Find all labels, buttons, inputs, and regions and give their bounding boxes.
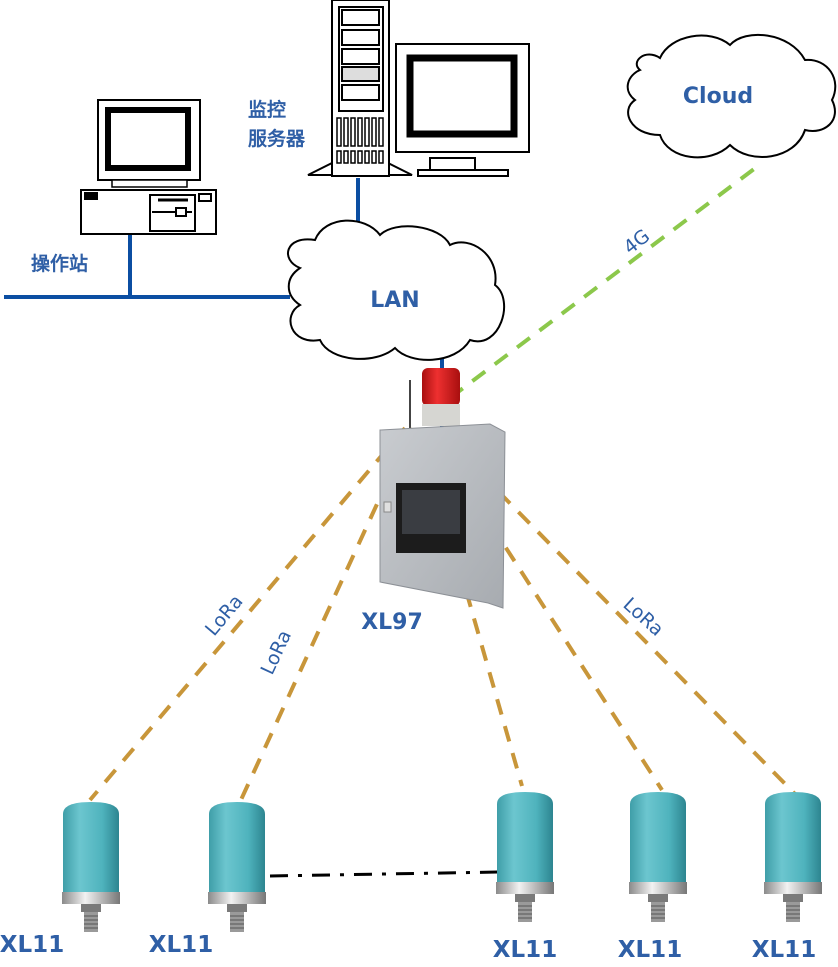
lan-cloud: LAN: [287, 219, 505, 361]
sensor-node: XL11: [0, 801, 121, 958]
sensor-icon: [61, 801, 121, 933]
sensor-label: XL11: [752, 937, 816, 963]
sensor-node: XL11: [752, 791, 823, 963]
control-cabinet-icon: [379, 368, 506, 609]
lora-line-1: [88, 426, 407, 802]
sensor-node: XL11: [618, 791, 688, 963]
ellipsis-link-line: [269, 870, 501, 878]
cloud-label: Cloud: [683, 84, 753, 109]
tower-server-icon: [307, 0, 413, 177]
sensor-icon: [207, 801, 267, 933]
sensor-node: XL11: [149, 801, 267, 958]
internet-cloud: Cloud: [626, 33, 837, 159]
sensor-icon: [495, 791, 555, 923]
lan-label: LAN: [370, 288, 419, 313]
monitor-icon: [395, 43, 530, 177]
sensor-node: XL11: [493, 791, 557, 963]
operator-station-label: 操作站: [31, 252, 88, 275]
gateway-label: XL97: [361, 610, 423, 635]
sensor-icon: [628, 791, 688, 923]
sensor-label: XL11: [618, 937, 682, 963]
4g-label: 4G: [620, 225, 655, 259]
desktop-computer-icon: [80, 99, 217, 235]
sensor-label: XL11: [0, 932, 64, 958]
server-label-line2: 服务器: [248, 127, 306, 150]
cloud-icon: [287, 219, 505, 361]
cloud-icon: [626, 33, 837, 159]
sensor-label: XL11: [493, 937, 557, 963]
lora-label-2: LoRa: [257, 627, 297, 678]
lora-label-1: LoRa: [201, 591, 248, 641]
4g-link-line: [448, 161, 764, 400]
alarm-beacon-icon: [422, 368, 460, 406]
lora-label-3: LoRa: [619, 593, 668, 640]
sensor-label: XL11: [149, 932, 213, 958]
sensor-icon: [763, 791, 823, 923]
server-label-line1: 监控: [248, 98, 286, 121]
